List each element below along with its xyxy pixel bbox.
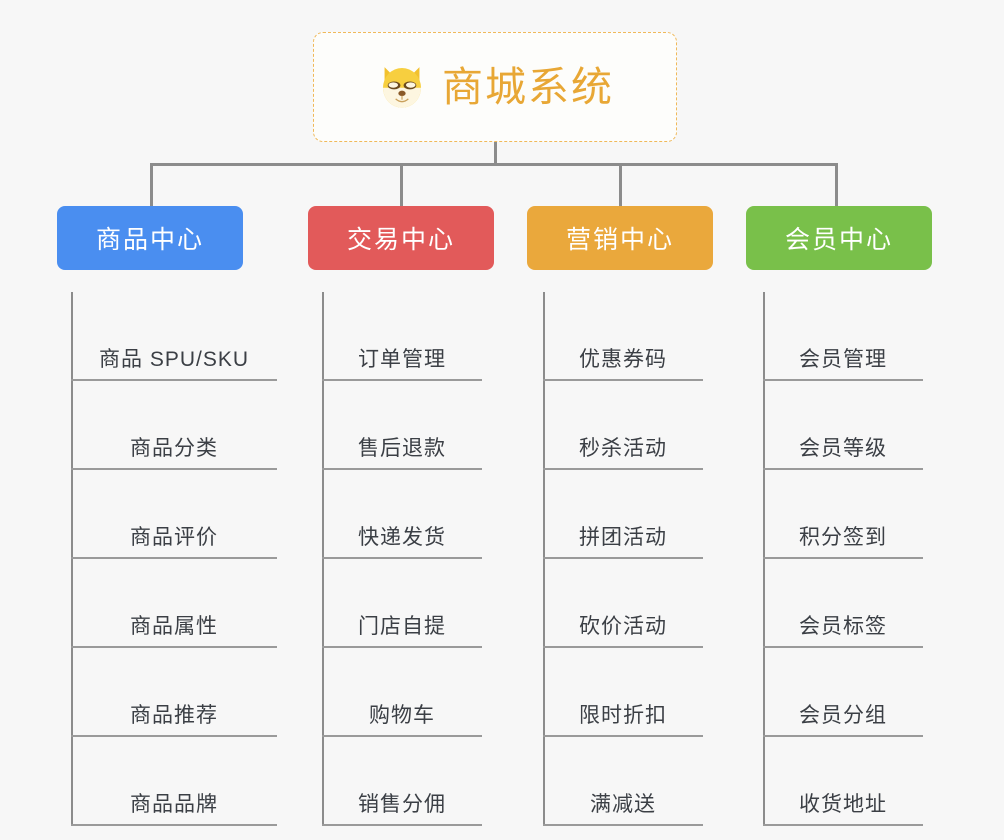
root-title: 商城系统 — [442, 63, 614, 110]
leaf-item-label: 拼团活动 — [579, 526, 667, 549]
leaf-item-label: 秒杀活动 — [579, 437, 667, 460]
leaf-item[interactable]: 优惠券码 — [543, 292, 703, 381]
leaf-item[interactable]: 商品属性 — [71, 559, 277, 648]
leaf-item[interactable]: 积分签到 — [763, 470, 923, 559]
leaf-item[interactable]: 会员标签 — [763, 559, 923, 648]
leaf-item-label: 砍价活动 — [579, 615, 667, 638]
leaf-list-member-center: 会员管理会员等级积分签到会员标签会员分组收货地址 — [763, 292, 923, 826]
branch-header-label: 会员中心 — [784, 226, 893, 254]
leaf-item[interactable]: 购物车 — [322, 648, 482, 737]
leaf-item[interactable]: 会员等级 — [763, 381, 923, 470]
leaf-item[interactable]: 限时折扣 — [543, 648, 703, 737]
connector-drop-3 — [619, 163, 622, 208]
leaf-trunk-marketing-center — [543, 292, 545, 826]
branch-header-product-center[interactable]: 商品中心 — [57, 206, 243, 270]
leaf-item-label: 收货地址 — [799, 793, 887, 816]
dog-face-icon — [382, 67, 422, 108]
leaf-list-product-center: 商品 SPU/SKU 商品分类商品评价商品属性商品推荐商品品牌 — [71, 292, 277, 826]
leaf-item[interactable]: 商品推荐 — [71, 648, 277, 737]
leaf-item-label: 门店自提 — [358, 615, 446, 638]
leaf-item[interactable]: 订单管理 — [322, 292, 482, 381]
leaf-item-label: 商品分类 — [130, 437, 218, 460]
leaf-item[interactable]: 商品分类 — [71, 381, 277, 470]
branch-trade-center: 交易中心订单管理售后退款快递发货门店自提购物车销售分佣 — [308, 206, 494, 826]
leaf-item-label: 商品 SPU/SKU — [98, 348, 250, 371]
connector-bus — [150, 163, 838, 166]
leaf-item[interactable]: 门店自提 — [322, 559, 482, 648]
connector-drop-1 — [150, 163, 153, 208]
leaf-item-label: 订单管理 — [358, 348, 446, 371]
leaf-item-label: 会员标签 — [799, 615, 887, 638]
branch-header-marketing-center[interactable]: 营销中心 — [527, 206, 713, 270]
leaf-item-label: 销售分佣 — [358, 793, 446, 816]
connector-root-stem — [494, 142, 497, 165]
leaf-item-label: 积分签到 — [799, 526, 887, 549]
branch-product-center: 商品中心商品 SPU/SKU 商品分类商品评价商品属性商品推荐商品品牌 — [57, 206, 277, 826]
leaf-item-label: 优惠券码 — [579, 348, 667, 371]
leaf-trunk-product-center — [71, 292, 73, 826]
leaf-item[interactable]: 商品品牌 — [71, 737, 277, 826]
leaf-item-label: 商品推荐 — [130, 704, 218, 727]
leaf-list-marketing-center: 优惠券码秒杀活动拼团活动砍价活动限时折扣满减送 — [543, 292, 703, 826]
branch-header-member-center[interactable]: 会员中心 — [746, 206, 932, 270]
leaf-item[interactable]: 秒杀活动 — [543, 381, 703, 470]
leaf-item[interactable]: 售后退款 — [322, 381, 482, 470]
leaf-item[interactable]: 商品评价 — [71, 470, 277, 559]
connector-drop-4 — [835, 163, 838, 208]
leaf-item[interactable]: 收货地址 — [763, 737, 923, 826]
leaf-item[interactable]: 会员分组 — [763, 648, 923, 737]
branch-header-label: 营销中心 — [565, 226, 674, 254]
leaf-item-label: 商品属性 — [130, 615, 218, 638]
leaf-item-label: 商品品牌 — [130, 793, 218, 816]
leaf-item-label: 会员分组 — [799, 704, 887, 727]
leaf-item[interactable]: 快递发货 — [322, 470, 482, 559]
leaf-item[interactable]: 砍价活动 — [543, 559, 703, 648]
branch-header-label: 商品中心 — [95, 226, 204, 254]
branch-header-label: 交易中心 — [346, 226, 455, 254]
leaf-item[interactable]: 会员管理 — [763, 292, 923, 381]
leaf-item-label: 商品评价 — [130, 526, 218, 549]
leaf-item[interactable]: 商品 SPU/SKU — [71, 292, 277, 381]
leaf-trunk-member-center — [763, 292, 765, 826]
leaf-list-trade-center: 订单管理售后退款快递发货门店自提购物车销售分佣 — [322, 292, 482, 826]
connector-drop-2 — [400, 163, 403, 208]
branch-member-center: 会员中心会员管理会员等级积分签到会员标签会员分组收货地址 — [746, 206, 932, 826]
leaf-item[interactable]: 销售分佣 — [322, 737, 482, 826]
leaf-item-label: 会员管理 — [799, 348, 887, 371]
root-node[interactable]: 商城系统 — [313, 32, 677, 142]
leaf-item-label: 购物车 — [369, 704, 435, 727]
leaf-item-label: 售后退款 — [358, 437, 446, 460]
leaf-item-label: 会员等级 — [799, 437, 887, 460]
branch-header-trade-center[interactable]: 交易中心 — [308, 206, 494, 270]
leaf-item[interactable]: 拼团活动 — [543, 470, 703, 559]
branch-marketing-center: 营销中心优惠券码秒杀活动拼团活动砍价活动限时折扣满减送 — [527, 206, 713, 826]
leaf-trunk-trade-center — [322, 292, 324, 826]
leaf-item-label: 限时折扣 — [579, 704, 667, 727]
leaf-item-label: 满减送 — [590, 793, 656, 816]
leaf-item-label: 快递发货 — [358, 526, 446, 549]
leaf-item[interactable]: 满减送 — [543, 737, 703, 826]
